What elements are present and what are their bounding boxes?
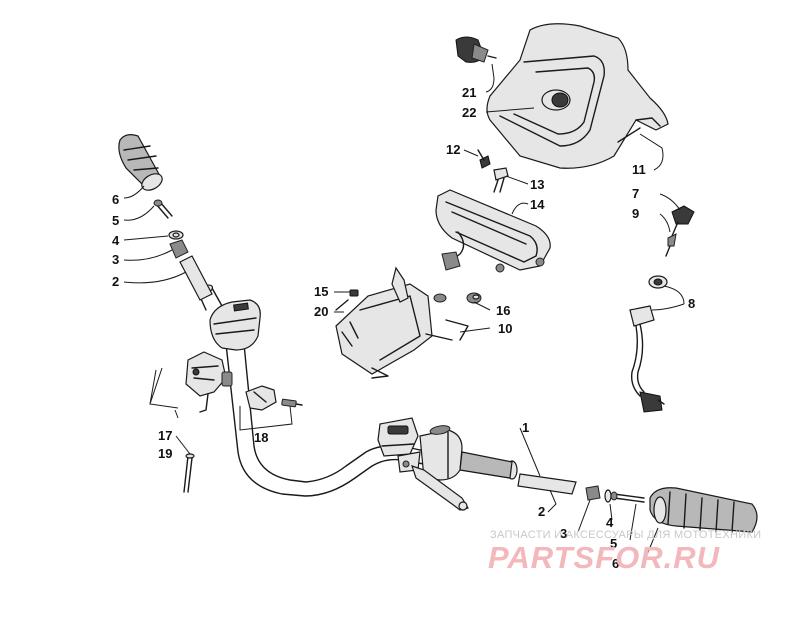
- callout-17: 17: [158, 428, 172, 443]
- right-grip-assembly: [517, 473, 758, 533]
- callout-2-right: 2: [538, 504, 545, 519]
- instrument-gauge: [435, 189, 551, 273]
- callout-12: 12: [446, 142, 460, 157]
- callout-21: 21: [462, 85, 476, 100]
- watermark-caption: ЗАПЧАСТИ И АКСЕССУАРЫ ДЛЯ МОТОТЕХНИКИ: [490, 529, 761, 541]
- callout-10: 10: [498, 321, 512, 336]
- callout-11: 11: [632, 162, 646, 177]
- callout-5-right: 5: [610, 536, 617, 551]
- callout-14: 14: [530, 197, 545, 212]
- callout-2-left: 2: [112, 274, 119, 289]
- callout-18: 18: [254, 430, 268, 445]
- callout-16: 16: [496, 303, 510, 318]
- callout-7: 7: [632, 186, 639, 201]
- throttle-brake-assembly: [377, 417, 513, 511]
- callout-5-left: 5: [112, 213, 119, 228]
- callout-labels: 1 2 2 3 3 4 4 5 5 6 6 7 8 9 10 11 12 13 …: [112, 85, 695, 571]
- callout-4-left: 4: [112, 233, 120, 248]
- callout-9: 9: [632, 206, 639, 221]
- callout-1: 1: [522, 420, 529, 435]
- callout-20: 20: [314, 304, 328, 319]
- callout-8: 8: [688, 296, 695, 311]
- indicator-lamp: [455, 36, 497, 63]
- clamp-bracket: [239, 385, 303, 431]
- screw-19: [183, 453, 195, 493]
- headlight-pod: [486, 23, 669, 169]
- callout-4-right: 4: [606, 515, 614, 530]
- callout-22: 22: [462, 105, 476, 120]
- callout-3-right: 3: [560, 526, 567, 541]
- screw-12: [477, 149, 491, 169]
- screw-13: [493, 167, 509, 193]
- callout-15: 15: [314, 284, 328, 299]
- callout-6-right: 6: [612, 556, 619, 571]
- left-switch-housing: [149, 299, 261, 419]
- callout-3-left: 3: [112, 252, 119, 267]
- ignition-switch: [629, 205, 695, 413]
- watermark: ЗАПЧАСТИ И АКСЕССУАРЫ ДЛЯ МОТОТЕХНИКИ PA…: [488, 529, 761, 575]
- callout-13: 13: [530, 177, 544, 192]
- leader-lines: [123, 63, 685, 563]
- mount-bracket: [335, 266, 482, 379]
- left-grip-assembly: [118, 134, 213, 301]
- watermark-brand: PARTSFOR.RU: [488, 540, 721, 575]
- callout-6-left: 6: [112, 192, 119, 207]
- callout-19: 19: [158, 446, 172, 461]
